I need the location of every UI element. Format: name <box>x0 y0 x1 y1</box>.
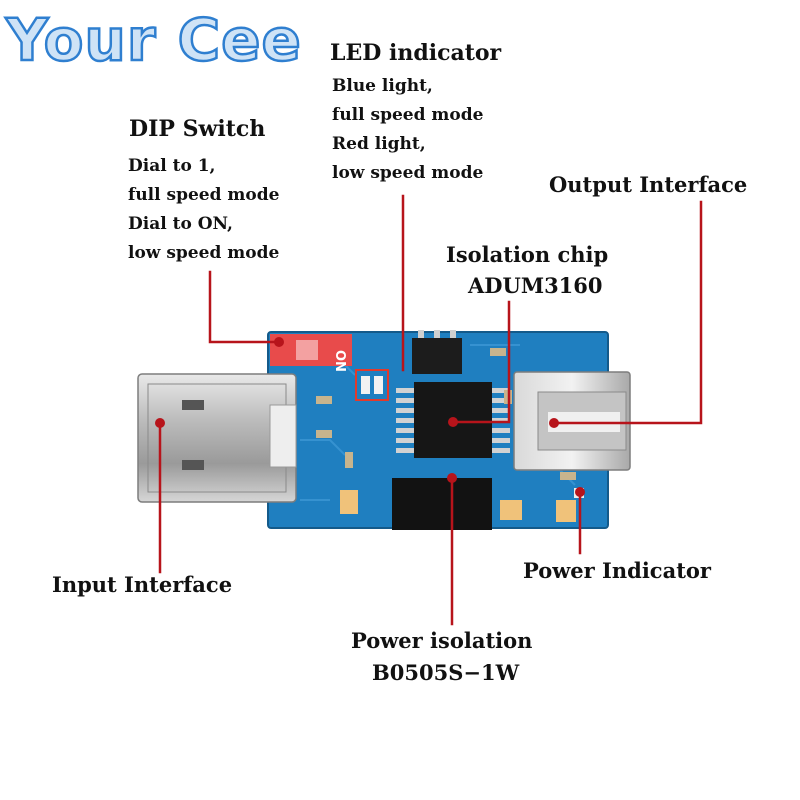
power-isolation-label: Power isolation <box>351 628 533 653</box>
output-callout-dot <box>549 418 559 428</box>
input-callout-dot <box>155 418 165 428</box>
input-interface-label: Input Interface <box>52 572 233 597</box>
power-indicator-label: Power Indicator <box>523 558 711 583</box>
power-isolation-part: B0505S−1W <box>372 660 520 685</box>
dip-line-3: Dial to ON, <box>128 214 233 234</box>
power-isolation-callout-dot <box>447 473 457 483</box>
dip-line-4: low speed mode <box>128 243 280 263</box>
dip-switch-callout-line <box>208 270 281 344</box>
led-line-2: full speed mode <box>332 105 484 125</box>
power-indicator-callout-dot <box>575 487 585 497</box>
led-indicator-text: Blue light, full speed mode Red light, l… <box>332 72 483 188</box>
dip-line-1: Dial to 1, <box>128 156 216 176</box>
dip-switch-callout-dot <box>274 337 284 347</box>
led-pair <box>355 369 389 401</box>
isolation-chip-part: ADUM3160 <box>468 273 603 298</box>
isolation-chip-label: Isolation chip <box>446 242 609 267</box>
dip-switch-title: DIP Switch <box>129 116 266 142</box>
output-interface-label: Output Interface <box>549 172 748 197</box>
led-indicator-title: LED indicator <box>330 40 502 66</box>
led-line-1: Blue light, <box>332 76 433 96</box>
chip-callout-line <box>451 300 511 424</box>
brand-logo: Your Cee <box>5 5 302 76</box>
output-callout-line <box>552 200 703 425</box>
led-line-4: low speed mode <box>332 163 484 183</box>
power-isolation-module <box>392 478 492 530</box>
dip-on-text: ON <box>332 350 347 372</box>
dip-switch-text: Dial to 1, full speed mode Dial to ON, l… <box>128 152 279 268</box>
dip-line-2: full speed mode <box>128 185 280 205</box>
led-line-3: Red light, <box>332 134 426 154</box>
chip-callout-dot <box>448 417 458 427</box>
